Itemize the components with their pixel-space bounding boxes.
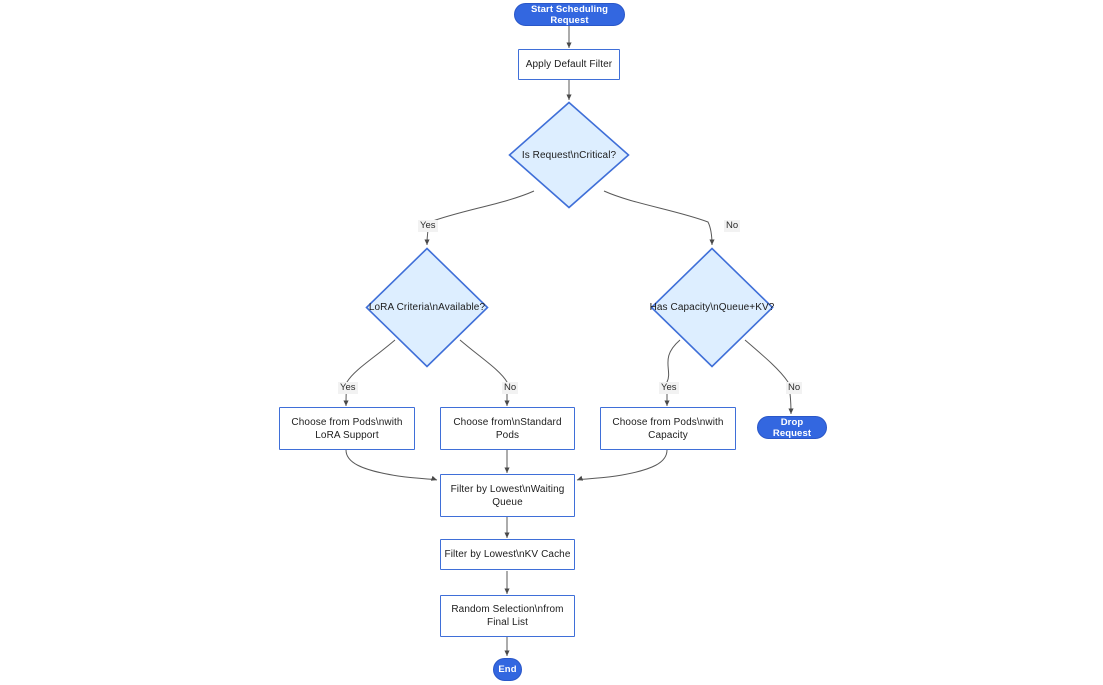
diamond-shape-critical[interactable] [508, 101, 630, 209]
diamond-shape-capacity[interactable] [650, 247, 774, 368]
node-filter-lowest-kv-cache-label: Filter by Lowest\nKV Cache [444, 549, 571, 560]
edge-lora-podslora [343, 339, 396, 407]
edge-label-capacity-yes: Yes [659, 382, 679, 394]
edge-label-critical-yes: Yes [418, 220, 438, 232]
node-random-selection-final-list[interactable]: Random Selection\nfrom Final List [440, 595, 575, 637]
node-choose-pods-capacity-line1: Choose from Pods\nwith [612, 416, 724, 428]
node-choose-standard-pods-line2: Pods [495, 429, 520, 441]
node-end[interactable]: End [493, 658, 522, 681]
edge-label-lora-yes: Yes [338, 382, 358, 394]
edge-critical-capacity [603, 190, 715, 246]
diamond-shape-lora[interactable] [365, 247, 489, 368]
edge-label-critical-no: No [724, 220, 741, 232]
node-start-label: Start Scheduling Request [530, 3, 609, 26]
node-filter-lowest-waiting-queue-line1: Filter by Lowest\nWaiting [450, 483, 565, 495]
edge-lora-podsstandard [459, 339, 510, 407]
edge-podslora-filterqueue [345, 449, 438, 481]
node-random-selection-final-list-line2: Final List [486, 617, 528, 628]
node-apply-default-filter[interactable]: Apply Default Filter [518, 49, 620, 80]
node-random-selection-final-list-line1: Random Selection\nfrom [451, 604, 564, 615]
node-choose-standard-pods-line1: Choose from\nStandard [453, 416, 562, 428]
node-choose-pods-lora-support-line2: LoRA Support [315, 429, 379, 441]
node-choose-pods-capacity[interactable]: Choose from Pods\nwith Capacity [600, 407, 736, 450]
node-start-scheduling-request[interactable]: Start Scheduling Request [514, 3, 625, 26]
node-end-label: End [498, 664, 517, 675]
node-drop-request-label: Drop Request [772, 416, 812, 439]
node-drop-request[interactable]: Drop Request [757, 416, 827, 439]
node-choose-pods-capacity-line2: Capacity [648, 429, 688, 441]
node-choose-pods-lora-support-line1: Choose from Pods\nwith [291, 416, 403, 428]
node-choose-pods-lora-support[interactable]: Choose from Pods\nwith LoRA Support [279, 407, 415, 450]
node-lora-criteria-available[interactable]: LoRA Criteria\nAvailable? [365, 247, 489, 368]
node-has-capacity-queue-kv[interactable]: Has Capacity\nQueue+KV? [650, 247, 774, 368]
node-is-request-critical[interactable]: Is Request\nCritical? [508, 101, 630, 209]
node-apply-default-filter-label: Apply Default Filter [525, 59, 613, 70]
edge-label-capacity-no: No [786, 382, 803, 394]
node-filter-lowest-kv-cache[interactable]: Filter by Lowest\nKV Cache [440, 539, 575, 570]
node-filter-lowest-waiting-queue-line2: Queue [492, 496, 523, 508]
node-filter-lowest-waiting-queue[interactable]: Filter by Lowest\nWaiting Queue [440, 474, 575, 517]
edge-podscapacity-filterqueue [576, 449, 668, 481]
node-choose-standard-pods[interactable]: Choose from\nStandard Pods [440, 407, 575, 450]
edge-label-lora-no: No [502, 382, 519, 394]
